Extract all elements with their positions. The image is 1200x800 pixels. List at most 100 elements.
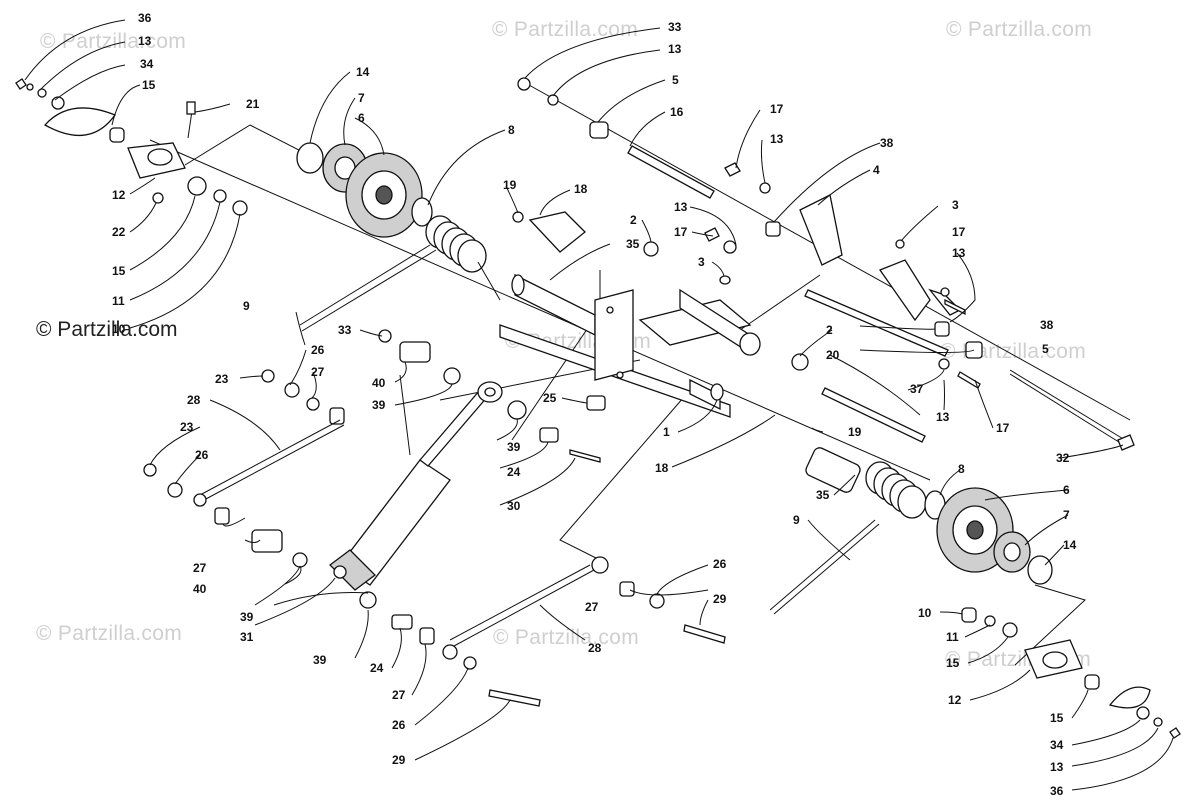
connector-line [559,389,691,561]
callout-number: 31 [240,630,254,644]
callout-number: 19 [848,425,862,439]
callout-number: 18 [574,182,588,196]
callout-number: 13 [1050,760,1064,774]
callout-number: 10 [918,606,932,620]
callout-number: 13 [668,42,682,56]
callout-number: 22 [112,225,126,239]
connector-line [511,309,601,441]
callout-number: 13 [952,246,966,260]
callout-number: 19 [503,178,517,192]
front-arm-frame [499,211,761,418]
callout-number: 2 [630,213,637,227]
callout-number: 34 [1050,738,1064,752]
callout-number: 25 [543,391,557,405]
callout-number: 13 [936,410,950,424]
callout-labels: 36 13 34 15 21 12 22 15 11 10 14 7 6 8 3… [112,11,1077,798]
callout-number: 13 [138,34,152,48]
callout-number: 14 [1063,538,1077,552]
connector-line [1014,584,1086,666]
callout-number: 27 [311,365,325,379]
callout-number: 17 [674,225,688,239]
callout-number: 33 [338,323,352,337]
callout-number: 5 [672,73,679,87]
callout-number: 17 [770,102,784,116]
callout-number: 15 [142,78,156,92]
left-idler-wheel [296,142,433,238]
callout-number: 35 [816,488,830,502]
callout-number: 6 [358,111,365,125]
callout-number: 11 [112,294,125,308]
callout-number: 9 [243,299,250,313]
watermark: © Partzilla.com [946,18,1093,41]
callout-number: 24 [370,661,384,675]
linkage-parts-left [143,329,726,707]
callout-number: 1 [663,425,670,439]
callout-number: 15 [112,264,126,278]
callout-number: 4 [873,163,880,177]
callout-number: 35 [626,237,640,251]
watermark: © Partzilla.com [492,18,639,41]
callout-number: 14 [356,65,370,79]
callout-number: 28 [588,641,602,655]
callout-number: 39 [313,653,327,667]
callout-number: 36 [1050,784,1064,798]
connector-line [739,274,821,331]
right-idler-wheel [936,487,1053,585]
callout-number: 26 [195,448,209,462]
callout-number: 29 [392,753,406,767]
callout-number: 16 [670,105,684,119]
callout-leaders [24,19,1174,791]
main-axis-line [149,139,931,481]
callout-number: 39 [372,398,386,412]
callout-number: 40 [372,376,386,390]
callout-number: 15 [1050,711,1064,725]
callout-number: 27 [585,600,599,614]
callout-number: 18 [655,461,669,475]
callout-number: 27 [392,688,406,702]
left-torsion-spring [299,215,501,332]
rear-shaft-assembly [517,77,1135,451]
right-torsion-spring [769,447,946,615]
callout-number: 36 [138,11,152,25]
watermark: © Partzilla.com [36,622,183,645]
callout-number: 7 [1063,508,1070,522]
callout-number: 24 [507,465,521,479]
callout-number: 39 [507,440,521,454]
callout-number: 37 [910,382,924,396]
callout-number: 12 [112,188,126,202]
callout-number: 3 [698,255,705,269]
callout-number: 23 [215,372,229,386]
callout-number: 23 [180,420,194,434]
callout-number: 7 [358,91,365,105]
callout-number: 32 [1056,451,1070,465]
callout-number: 26 [311,343,325,357]
callout-number: 11 [946,630,959,644]
callout-number: 28 [187,393,201,407]
callout-number: 13 [674,200,688,214]
callout-number: 38 [880,136,894,150]
callout-number: 39 [240,610,254,624]
callout-number: 17 [996,421,1010,435]
watermark: © Partzilla.com [40,30,187,53]
callout-number: 2 [826,323,833,337]
callout-number: 17 [952,225,966,239]
callout-number: 15 [946,656,960,670]
callout-number: 12 [948,693,962,707]
callout-number: 40 [193,582,207,596]
left-end-cap-assembly [15,78,248,216]
callout-number: 26 [392,718,406,732]
callout-number: 13 [770,132,784,146]
callout-number: 38 [1040,318,1054,332]
callout-number: 27 [193,561,207,575]
shock-absorber [329,381,503,591]
callout-number: 33 [668,20,682,34]
callout-number: 29 [713,592,727,606]
callout-number: 26 [713,557,727,571]
callout-number: 8 [958,462,965,476]
callout-number: 3 [952,198,959,212]
callout-number: 20 [826,348,840,362]
callout-number: 10 [112,322,126,336]
right-end-cap-assembly [961,607,1181,739]
